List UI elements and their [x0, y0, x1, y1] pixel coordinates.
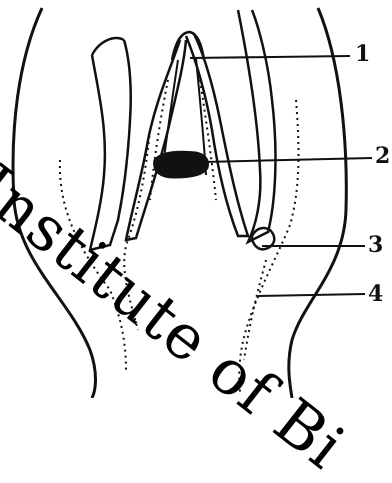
shoot-tip-diagram: 1 2 3 4 Institute of Bi	[0, 0, 392, 398]
label-4: 4	[368, 283, 383, 305]
outer-wall-left	[13, 8, 95, 398]
apical-meristem	[154, 151, 209, 178]
leaf-outer-right	[238, 10, 275, 242]
leader-line-4	[258, 294, 365, 296]
label-1: 1	[355, 43, 370, 65]
label-2: 2	[375, 145, 390, 167]
vascular-strand-right-inner	[244, 260, 266, 360]
leader-line-1	[190, 56, 350, 58]
vascular-strand-left-outer	[60, 160, 126, 370]
leaf-outer-left-tip	[92, 38, 124, 55]
label-3: 3	[368, 234, 383, 256]
leaf-outer-left	[90, 40, 131, 250]
outer-wall-right	[289, 8, 346, 398]
apex-leaf-right	[186, 34, 248, 236]
diagram-drawing	[0, 0, 392, 398]
